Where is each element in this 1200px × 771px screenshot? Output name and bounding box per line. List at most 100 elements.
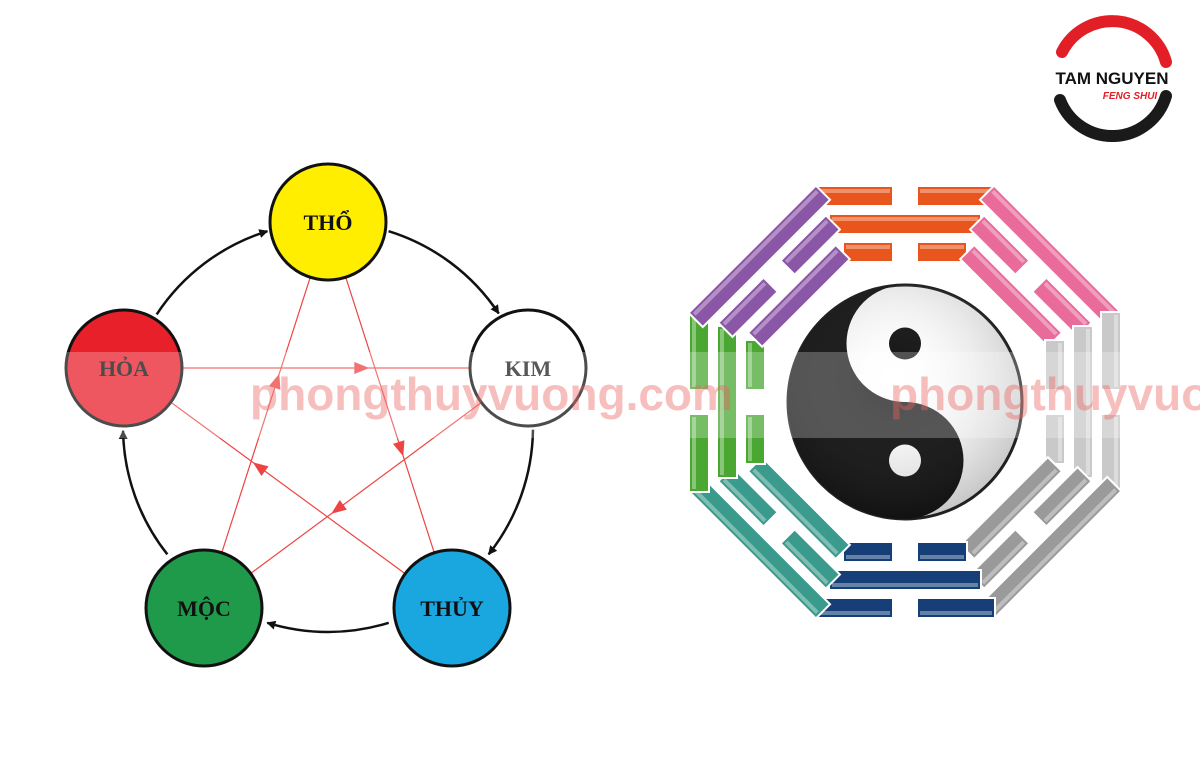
trigram-bottom-right [958, 455, 1123, 620]
trigram-bar [1044, 339, 1066, 391]
trigram-bar-highlight [748, 417, 752, 461]
trigram-bottom [814, 541, 996, 619]
controlling-arrowhead [392, 440, 405, 457]
trigram-bar-highlight [991, 488, 1118, 615]
trigram-top-right [958, 184, 1123, 349]
element-circle [392, 548, 512, 668]
svg-text:phongthuyvuong.com: phongthuyvuong.com [890, 368, 1200, 420]
trigram-bar-highlight [720, 329, 724, 475]
trigram-bar [744, 413, 766, 465]
trigram-bar-highlight [692, 488, 819, 615]
trigram-bar-highlight [784, 219, 829, 264]
trigram-bar-highlight [832, 583, 978, 587]
trigram-bar-highlight [752, 468, 839, 555]
element-node-thuy: THỦY [392, 548, 512, 668]
trigram-left [688, 311, 766, 493]
trigram-bar-highlight [971, 249, 1058, 336]
yin-yang-symbol [786, 283, 1024, 521]
trigram-bar-highlight [1058, 417, 1062, 461]
trigram-bar-highlight [991, 189, 1118, 316]
element-nodes: THỔ KIM THỦY MỘC HỎA [64, 162, 588, 668]
controlling-line [219, 273, 313, 557]
trigram-bar-highlight [920, 611, 992, 615]
trigram-bar-highlight [920, 189, 992, 193]
trigram-bar-highlight [818, 189, 890, 193]
watermark: phongthuyvuong.com phongthuyvuong.com ph… [0, 352, 1200, 438]
element-label: THỦY [420, 596, 484, 621]
trigram-top [814, 185, 996, 263]
logo-subtitle: FENG SHUI [1103, 91, 1158, 102]
trigram-bar [916, 541, 968, 563]
generating-arrow [155, 229, 269, 316]
controlling-arrowhead [252, 462, 269, 477]
generating-arrow [388, 229, 500, 315]
trigram-bar [779, 213, 842, 277]
trigram-bar-highlight [692, 315, 696, 387]
element-circle [268, 162, 388, 282]
trigram-right [1044, 311, 1122, 493]
element-circle [64, 308, 184, 428]
trigram-bar-highlight [722, 281, 767, 326]
element-label: MỘC [177, 596, 231, 621]
controlling-arrowhead [268, 373, 281, 390]
trigram-bar [746, 243, 852, 349]
trigram-bar-highlight [1086, 329, 1090, 475]
generating-arrow [487, 429, 535, 556]
element-label: THỔ [304, 210, 353, 235]
controlling-arrowhead [354, 362, 370, 374]
logo-title: TAM NGUYEN [1055, 69, 1168, 88]
trigrams [687, 184, 1123, 620]
generating-cycle [118, 229, 535, 634]
trigram-bar [1030, 465, 1094, 528]
controlling-line [343, 273, 437, 557]
trigram-bar-highlight [846, 555, 890, 559]
trigram-bar-highlight [971, 468, 1058, 555]
trigram-bar-highlight [722, 478, 767, 523]
trigram-bar-highlight [1043, 281, 1088, 326]
controlling-cycle [167, 273, 485, 577]
wu-xing-diagram: THỔ KIM THỦY MỘC HỎA [64, 162, 588, 668]
trigram-bar-highlight [692, 189, 819, 316]
trigram-bar-highlight [1043, 478, 1088, 523]
controlling-line [167, 399, 409, 577]
trigram-bar-highlight [981, 540, 1026, 585]
trigram-bar-highlight [1114, 315, 1118, 387]
trigram-bar-highlight [846, 245, 890, 249]
element-node-kim: KIM [468, 308, 588, 428]
element-node-hoa: HỎA [64, 308, 184, 428]
tam-nguyen-logo: TAM NGUYEN FENG SHUI [1054, 15, 1172, 143]
trigram-bar-highlight [920, 555, 964, 559]
trigram-bar-highlight [832, 217, 978, 221]
element-node-moc: MỘC [144, 548, 264, 668]
element-label: HỎA [99, 356, 149, 381]
generating-arrow [118, 429, 169, 556]
element-node-tho: THỔ [268, 162, 388, 282]
element-circle [468, 308, 588, 428]
trigram-bar-highlight [1114, 417, 1118, 489]
trigram-bar [968, 213, 1031, 277]
bagua-diagram [687, 184, 1123, 620]
trigram-bar-highlight [981, 219, 1026, 264]
trigram-bar [688, 413, 710, 493]
trigram-bar-highlight [692, 417, 696, 489]
trigram-top-left [687, 184, 852, 349]
trigram-bar-highlight [752, 249, 839, 336]
trigram-bar [916, 597, 996, 619]
controlling-arrowhead [331, 499, 347, 514]
trigram-bar-highlight [784, 540, 829, 585]
element-circle [144, 548, 264, 668]
element-label: KIM [505, 356, 552, 381]
trigram-bar [716, 276, 780, 339]
trigram-bar-highlight [920, 245, 964, 249]
trigram-bar [779, 527, 842, 591]
trigram-bar-highlight [1058, 343, 1062, 387]
svg-text:phongthuyvuong.com: phongthuyvuong.com [250, 368, 733, 420]
trigram-bar-highlight [818, 611, 890, 615]
generating-arrow [266, 620, 390, 634]
trigram-bar [687, 184, 832, 329]
controlling-line [247, 399, 485, 577]
trigram-bar-highlight [748, 343, 752, 387]
trigram-bottom-left [687, 455, 852, 620]
